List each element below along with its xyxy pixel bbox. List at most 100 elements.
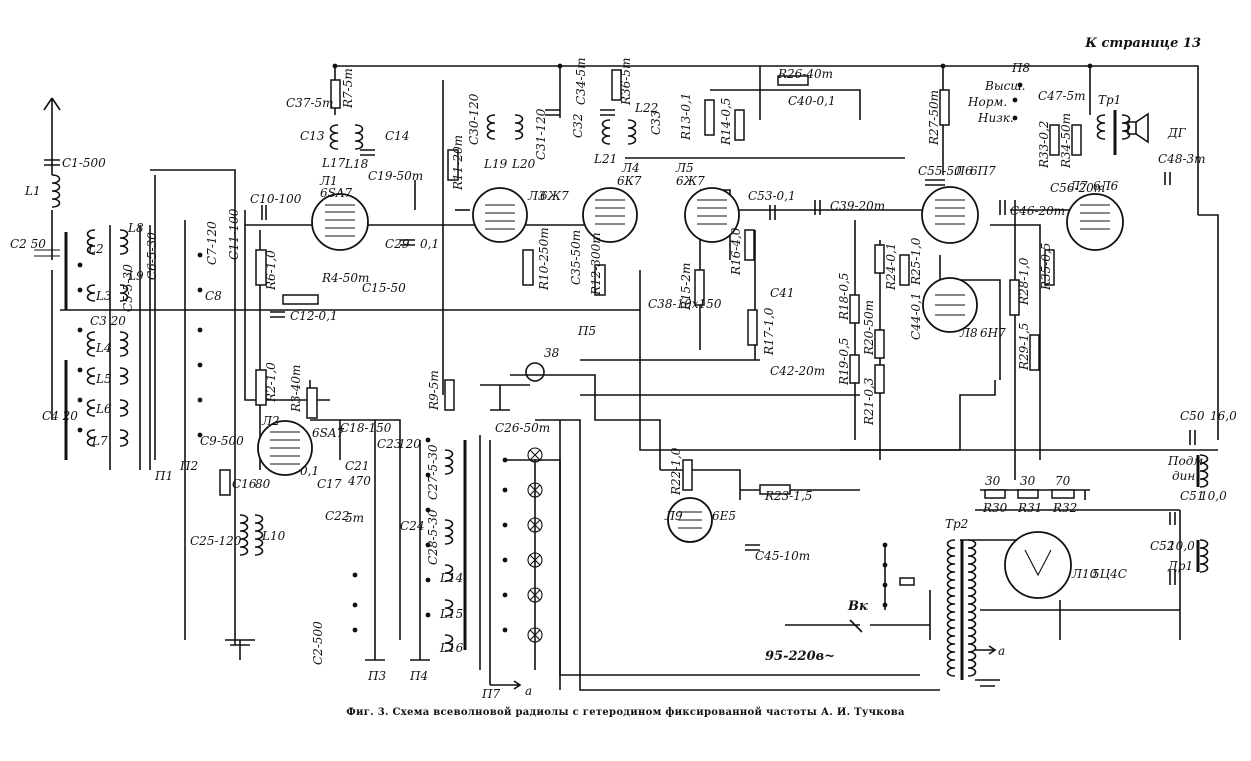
label-r17: R17-1,0: [762, 307, 776, 356]
label-l1-type: 6SA7: [320, 186, 353, 200]
label-c12: C12-0,1: [290, 309, 338, 323]
label-c4: C4 20: [42, 409, 78, 423]
label-podm: Подм.: [1167, 454, 1207, 468]
label-c40: C40-0,1: [788, 94, 836, 108]
label-p1: П1: [154, 469, 173, 483]
label-l9-ref: Л9: [664, 509, 683, 523]
label-c18-0: 0,1: [300, 464, 319, 478]
label-l8-ref: Л8: [959, 326, 978, 340]
label-c46: C46-20т: [1010, 204, 1065, 218]
label-r9: R9-5т: [427, 370, 441, 411]
label-c44: C44-0,1: [909, 292, 923, 340]
label-c7: C7-120: [205, 221, 219, 265]
label-r30-val: 30: [985, 474, 1001, 488]
label-c51-val: 10,0: [1200, 489, 1227, 503]
label-p3: П3: [367, 669, 386, 683]
label-l7-type: 6Л6: [1093, 179, 1119, 193]
label-l3-ref: Л3: [527, 189, 546, 203]
label-p2: П2: [179, 459, 198, 473]
label-r31: R31: [1017, 501, 1042, 515]
label-p8: П8: [1011, 61, 1030, 75]
label-a-left: a: [525, 684, 532, 698]
label-c29: C29: [385, 237, 410, 251]
label-l5-ref: Л5: [675, 161, 694, 175]
label-norm: Норм.: [967, 95, 1007, 109]
label-c22-val: 5т: [345, 511, 364, 525]
label-c53: C53-0,1: [748, 189, 796, 203]
label-l15: L15: [439, 607, 463, 621]
label-r22: R22-1,0: [669, 447, 683, 496]
label-l6-ref: Л6: [954, 164, 973, 178]
label-c37: C37-5т: [286, 96, 334, 110]
label-l9-type: 6Е5: [712, 509, 736, 523]
label-l10-ref: Л10: [1071, 567, 1098, 581]
label-c47: C47-5т: [1038, 89, 1086, 103]
label-r10: R10-250т: [537, 227, 551, 291]
label-c34: C34-5т: [574, 57, 588, 105]
label-r27: R27-50т: [927, 90, 941, 146]
label-vys: Высш.: [984, 79, 1026, 93]
label-c25: C25-120: [190, 534, 242, 548]
label-r4: R4-50т: [321, 271, 369, 285]
label-r30: R30: [982, 501, 1008, 515]
label-r28: R28-1,0: [1017, 257, 1031, 306]
label-c21-val: 470: [347, 474, 371, 488]
label-c6: C6-5-30: [145, 232, 159, 280]
label-r24: R24-0,1: [884, 243, 898, 291]
label-r25: R25-1,0: [909, 237, 923, 286]
label-r32-val: 70: [1055, 474, 1071, 488]
label-c11: C11-100: [227, 208, 241, 260]
label-l10-type: 5Ц4С: [1092, 567, 1127, 581]
label-c42: C42-20т: [770, 364, 825, 378]
label-c23: C23: [377, 437, 402, 451]
label-c39: C39-20т: [830, 199, 885, 213]
label-l4: L4: [95, 341, 112, 355]
label-c50: C50: [1180, 409, 1205, 423]
figure-caption: Фиг. 3. Схема всеволновой радиолы с гете…: [346, 707, 905, 718]
label-p5: П5: [577, 324, 596, 338]
label-c2-50: C2 50: [10, 237, 46, 251]
label-c22: C22: [325, 509, 349, 523]
label-r31-val: 30: [1020, 474, 1036, 488]
label-c33: C33: [649, 110, 663, 135]
label-r20: R20-50т: [862, 300, 876, 356]
label-r34: R34-50т: [1059, 113, 1073, 169]
label-l22: L22: [634, 101, 658, 115]
label-r3: R3-40т: [289, 365, 303, 413]
label-l14: L14: [439, 571, 463, 585]
label-c16-val: 80: [255, 477, 271, 491]
label-l1: L1: [24, 184, 41, 198]
label-l9: L9: [127, 269, 144, 283]
label-niz: Низк.: [977, 111, 1014, 125]
label-tr1: Тр1: [1098, 93, 1121, 107]
label-c8: C8: [205, 289, 222, 303]
label-c9: C9-500: [200, 434, 244, 448]
label-vk: Вк: [847, 599, 868, 614]
label-l20: L20: [511, 157, 536, 171]
label-dr1: Др1: [1167, 559, 1193, 573]
label-c35: C35-50т: [569, 230, 583, 285]
label-c24: C24: [400, 519, 424, 533]
label-c17: C17: [317, 477, 342, 491]
label-l6: L6: [95, 402, 112, 416]
label-r23: R23-1,5: [764, 489, 812, 503]
label-c3: C3 20: [90, 314, 126, 328]
label-l1-ref: Л1: [319, 174, 338, 188]
label-tr2: Тр2: [945, 517, 968, 531]
label-c32: C32: [571, 114, 585, 138]
label-l5: L5: [95, 372, 112, 386]
label-c30: C30-120: [467, 93, 481, 145]
label-r26: R26-40т: [777, 67, 833, 81]
label-l4-ref: Л4: [621, 161, 640, 175]
label-c16: C16: [232, 477, 257, 491]
label-r12: R12-300т: [589, 232, 603, 296]
label-l18: L18: [344, 157, 369, 171]
label-r19: R19-0,5: [837, 338, 851, 386]
label-l16: L16: [439, 641, 464, 655]
label-r11: R11-20т: [451, 135, 465, 191]
label-p7: П7: [481, 687, 500, 700]
label-c29-val: 0,1: [420, 237, 439, 251]
label-l10: L10: [261, 529, 286, 543]
label-c26: C26-50т: [495, 421, 550, 435]
label-c19: C19-50т: [368, 169, 423, 183]
